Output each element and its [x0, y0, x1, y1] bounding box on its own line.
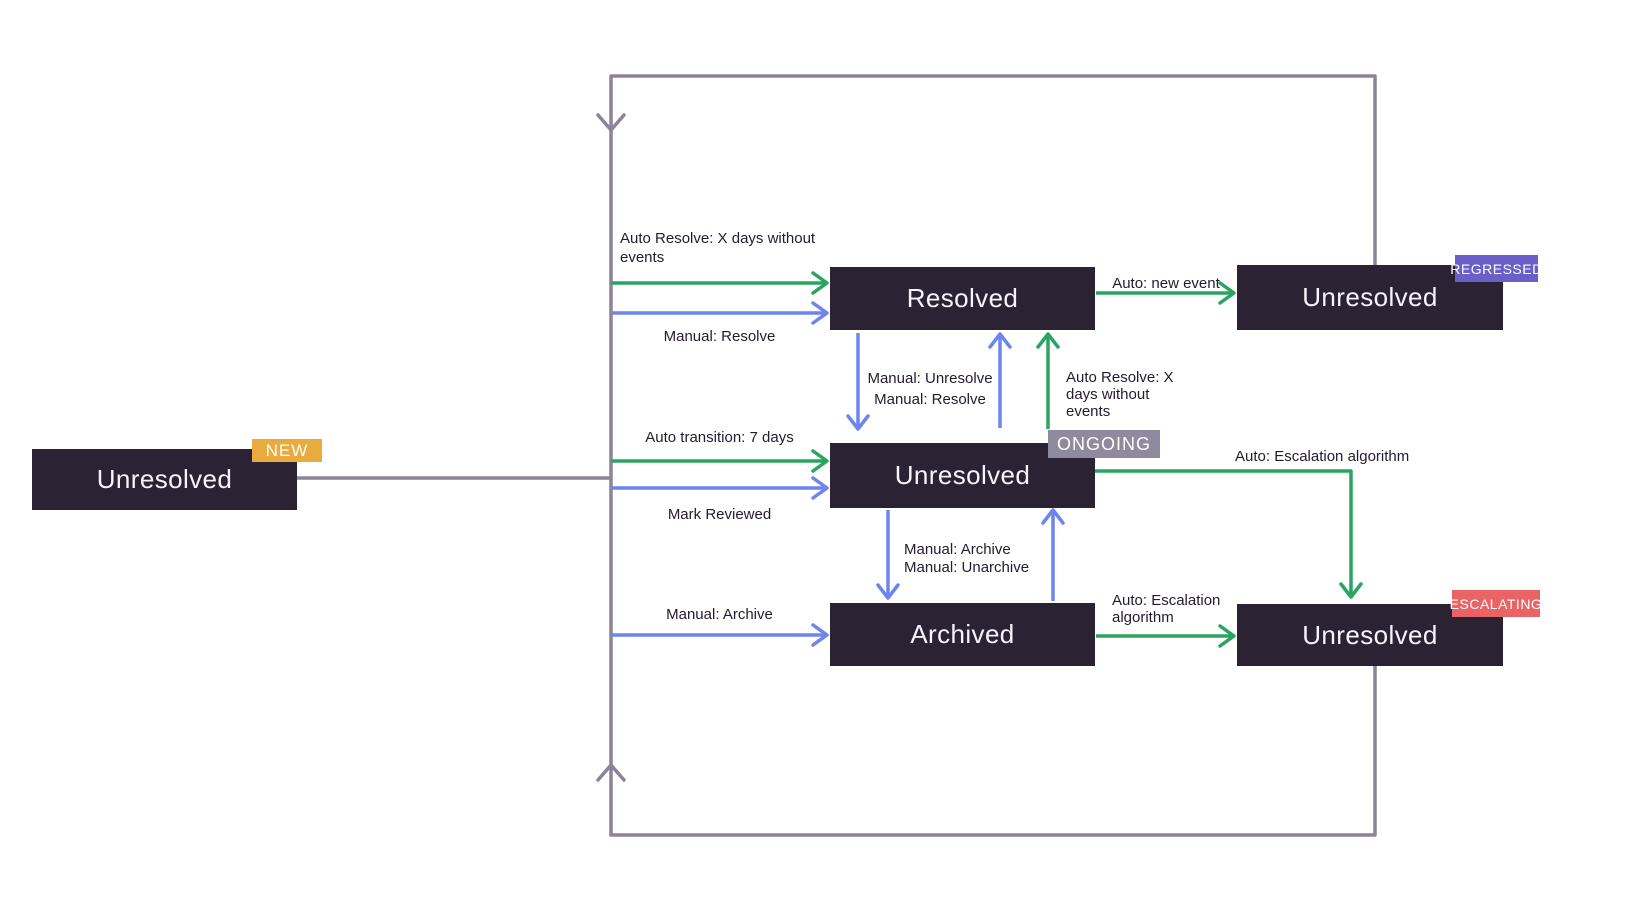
auto-resolve-ongoing-to-resolved-arrow	[1036, 332, 1060, 429]
label-line: algorithm	[1112, 609, 1174, 626]
label-auto-resolve-left: Auto Resolve: X days without events	[620, 229, 815, 267]
label-line: Manual: Archive	[904, 541, 1011, 558]
label-line: Auto Resolve: X days without	[620, 230, 816, 247]
label-mark-reviewed: Mark Reviewed	[667, 506, 772, 523]
arrowhead	[811, 301, 829, 325]
state-node-label: Unresolved	[96, 464, 233, 494]
status-badge-escalating: ESCALATING	[1450, 590, 1542, 617]
arrowhead	[1218, 624, 1236, 648]
status-badge-new: NEW	[252, 439, 322, 462]
label-line: events	[1066, 403, 1111, 420]
state-node-label: Unresolved	[1302, 282, 1438, 312]
arrowhead	[1339, 582, 1363, 599]
status-badge-ongoing: ONGOING	[1048, 430, 1160, 458]
arrowhead	[811, 271, 829, 295]
label-line: Manual: Unresolve	[867, 370, 993, 387]
manual-archive-down-arrow	[876, 510, 900, 600]
arrowhead	[876, 583, 900, 600]
label-line: Auto Resolve: X	[1066, 369, 1174, 386]
mark-reviewed-arrow	[611, 476, 829, 500]
manual-archive-left-arrow	[611, 623, 829, 647]
arrowhead	[1041, 508, 1065, 525]
state-node-label: Unresolved	[1302, 619, 1438, 650]
label-line: Auto: Escalation	[1112, 592, 1221, 609]
loop-regressed-to-left-line	[596, 74, 1377, 478]
arrowhead	[811, 449, 829, 473]
manual-unarchive-up-arrow	[1041, 508, 1065, 601]
auto-escalation-ongoing-to-escalating-arrow	[1095, 469, 1363, 599]
arrowhead	[988, 332, 1012, 349]
state-node-label: Resolved	[906, 283, 1019, 313]
arrowhead	[846, 414, 870, 431]
label-line: Manual: Resolve	[874, 391, 986, 408]
label-auto-transition: Auto transition: 7 days	[645, 429, 794, 446]
state-node-resolved: Resolved	[830, 267, 1095, 330]
label-manual-resolve-left: Manual: Resolve	[663, 328, 776, 345]
label-line: Manual: Unarchive	[904, 559, 1030, 576]
arrowhead	[811, 623, 829, 647]
auto-resolve-to-resolved-arrow	[611, 271, 829, 295]
label-auto-escalation-ongoing: Auto: Escalation algorithm	[1235, 448, 1410, 465]
state-node-archived: Archived	[830, 603, 1095, 666]
loop-escalating-to-left-line	[596, 478, 1377, 837]
arrowhead	[1218, 281, 1236, 305]
label-auto-new-event: Auto: new event	[1112, 275, 1220, 292]
auto-transition-to-ongoing-arrow	[611, 449, 829, 473]
label-manual-archive-left: Manual: Archive	[666, 606, 773, 623]
status-badge-regressed: REGRESSED	[1450, 255, 1542, 282]
label-manual-unresolve-resolve: Manual: Unresolve Manual: Resolve	[855, 368, 1005, 410]
label-manual-archive-unarchive: Manual: Archive Manual: Unarchive	[904, 541, 1029, 577]
loop-down-arrowhead	[596, 113, 626, 132]
manual-unresolve-down-arrow	[846, 333, 870, 431]
loop-up-arrowhead	[596, 763, 626, 782]
arrowhead	[1036, 332, 1060, 349]
state-node-label: Archived	[910, 619, 1015, 649]
label-line: events	[620, 249, 665, 266]
manual-resolve-to-resolved-arrow	[611, 301, 829, 325]
arrowhead	[811, 476, 829, 500]
label-auto-resolve-mid: Auto Resolve: X days without events	[1066, 369, 1174, 420]
manual-resolve-up-arrow	[988, 332, 1012, 428]
label-line: days without	[1066, 386, 1150, 403]
auto-escalation-archived-to-escalating-arrow	[1096, 624, 1236, 648]
label-auto-escalation-archived: Auto: Escalation algorithm	[1112, 592, 1220, 626]
state-node-label: Unresolved	[894, 460, 1031, 490]
auto-new-event-arrow	[1096, 281, 1236, 305]
